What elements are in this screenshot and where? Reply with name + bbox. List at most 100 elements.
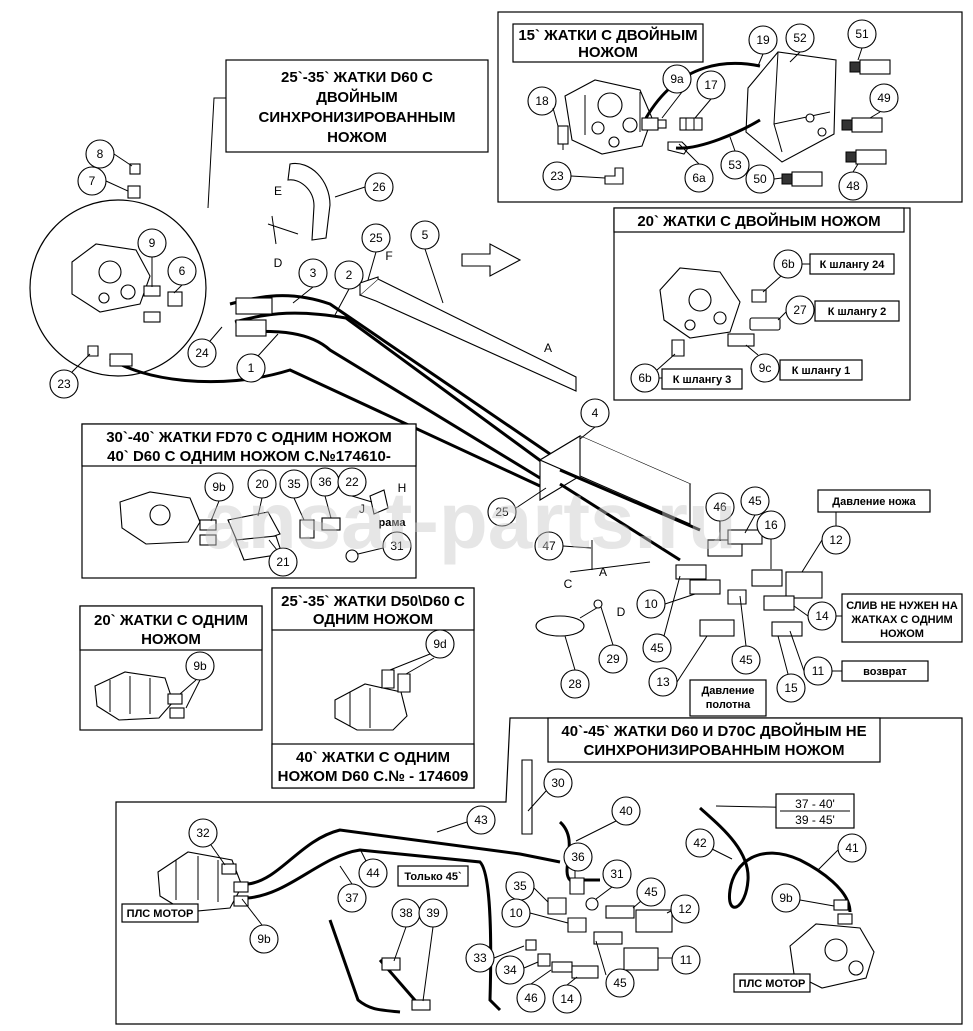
svg-text:9b: 9b <box>779 891 793 905</box>
label-drain-line1: СЛИВ НЕ НУЖЕН НА <box>846 600 958 612</box>
fitting-9b-bottom-right <box>833 899 853 925</box>
svg-text:36: 36 <box>318 475 332 489</box>
hose-37 <box>328 919 401 1014</box>
fitting-23-top <box>604 167 624 185</box>
section-25-35-title-line3: СИНХРОНИЗИРОВАННЫМ <box>259 109 456 126</box>
letter-a2: A <box>599 565 607 579</box>
svg-text:19: 19 <box>756 33 770 47</box>
label-box-hose2 <box>814 300 900 322</box>
svg-text:43: 43 <box>474 813 488 827</box>
section-20-title-box <box>613 207 905 233</box>
section-20-single-title-line1: 20` ЖАТКИ С ОДНИМ <box>94 612 248 629</box>
svg-text:46: 46 <box>524 991 538 1005</box>
svg-text:42: 42 <box>693 836 707 850</box>
svg-text:6: 6 <box>179 264 186 278</box>
fitting-9d <box>381 669 411 693</box>
svg-text:16: 16 <box>764 518 778 532</box>
svg-text:35: 35 <box>287 477 301 491</box>
label-hose3: К шлангу 3 <box>673 374 732 386</box>
hose-24 <box>109 356 541 488</box>
svg-text:15: 15 <box>784 681 798 695</box>
label-only45: Только 45` <box>404 871 462 883</box>
label-motor-left: ПЛС МОТОР <box>127 908 194 920</box>
label-hose2: К шлангу 2 <box>828 306 887 318</box>
svg-text:9: 9 <box>149 236 156 250</box>
svg-text:3: 3 <box>310 266 317 280</box>
label-range-a: 37 - 40' <box>795 797 835 811</box>
svg-text:45: 45 <box>644 885 658 899</box>
svg-text:45: 45 <box>739 653 753 667</box>
section-25-35-title-line1: 25`-35` ЖАТКИ D60 С <box>281 69 433 86</box>
fitting-18 <box>557 125 569 150</box>
coupler-45-top <box>727 529 763 545</box>
svg-text:12: 12 <box>829 533 843 547</box>
svg-text:28: 28 <box>568 677 582 691</box>
fitting-17 <box>679 117 703 131</box>
svg-text:13: 13 <box>656 675 670 689</box>
leader-9b-20 <box>179 679 201 709</box>
block-52 <box>745 51 837 163</box>
plate-a2 <box>569 561 651 573</box>
svg-text:31: 31 <box>390 539 404 553</box>
coupler-45-cluster <box>675 564 721 595</box>
section-fd70-title-line2: 40` D60 С ОДНИМ НОЖОМ С.№174610- <box>107 448 391 465</box>
letter-a: A <box>544 341 552 355</box>
svg-text:11: 11 <box>680 953 693 967</box>
svg-text:46: 46 <box>713 500 727 514</box>
coupler-45-bottom1 <box>605 905 635 919</box>
svg-text:22: 22 <box>345 475 359 489</box>
callouts-bottom: 32 43 30 40 42 41 44 36 31 35 45 12 37 3… <box>188 768 867 1014</box>
label-box-hose24 <box>809 253 895 275</box>
section-d60-40-title-box <box>271 743 475 789</box>
fitting-6b-bottom <box>671 339 685 357</box>
fitting-38-39 <box>381 957 431 1011</box>
svg-text:21: 21 <box>276 555 290 569</box>
svg-text:45: 45 <box>613 976 627 990</box>
washer-29 <box>593 599 603 609</box>
label-box-hose1 <box>779 359 863 381</box>
letter-d: D <box>274 256 283 270</box>
callout-9d: 9d <box>433 637 446 651</box>
connector-50 <box>781 171 823 187</box>
fitting-8 <box>129 163 141 175</box>
svg-text:4: 4 <box>592 406 599 420</box>
fitting-34 <box>537 953 551 967</box>
section-d60-40-title-line2: НОЖОМ D60 С.№ - 174609 <box>278 768 469 785</box>
leader-top-left <box>207 97 226 209</box>
callouts-top-right: 19 52 51 18 9a 17 49 48 6a 53 50 23 <box>527 19 899 201</box>
fitting-32 <box>221 863 237 875</box>
hose-2 <box>234 311 546 466</box>
svg-text:52: 52 <box>793 31 807 45</box>
svg-text:38: 38 <box>399 906 413 920</box>
pump-motor-top-right <box>564 79 653 155</box>
callouts-mid-center: 25 45 46 16 12 47 10 14 45 45 13 15 11 2… <box>487 486 851 703</box>
section-40-45-title-line2: СИНХРОНИЗИРОВАННЫМ НОЖОМ <box>584 742 845 759</box>
svg-text:53: 53 <box>728 158 742 172</box>
section-40-45-frame <box>115 717 963 1025</box>
svg-text:11: 11 <box>812 664 825 678</box>
fitting-36-bottom <box>569 877 585 895</box>
label-range-b: 39 - 45' <box>795 813 835 827</box>
svg-text:6b: 6b <box>781 257 795 271</box>
label-motor-right: ПЛС МОТОР <box>739 978 806 990</box>
svg-text:30: 30 <box>551 776 565 790</box>
letter-d2: D <box>617 605 626 619</box>
fitting-9b-bottom-left <box>233 881 249 907</box>
hose-end-24 <box>109 353 133 367</box>
fitting-9b-20-single <box>167 693 185 719</box>
fitting-7 <box>127 185 141 199</box>
svg-text:29: 29 <box>606 652 620 666</box>
label-drain-line3: НОЖОМ <box>880 628 924 640</box>
watermark: ansat-parts.ru <box>203 476 736 565</box>
fitting-23-top-left <box>87 345 99 357</box>
section-40-45-title-line1: 40`-45` ЖАТКИ D60 И D70C ДВОЙНЫМ НЕ <box>561 722 866 740</box>
letter-h: H <box>398 481 407 495</box>
svg-text:51: 51 <box>855 27 869 41</box>
svg-text:23: 23 <box>57 377 71 391</box>
fitting-9c <box>727 333 755 347</box>
svg-text:25: 25 <box>369 231 383 245</box>
svg-text:45: 45 <box>748 494 762 508</box>
svg-text:40: 40 <box>619 804 633 818</box>
svg-text:17: 17 <box>704 78 718 92</box>
svg-text:31: 31 <box>610 867 624 881</box>
